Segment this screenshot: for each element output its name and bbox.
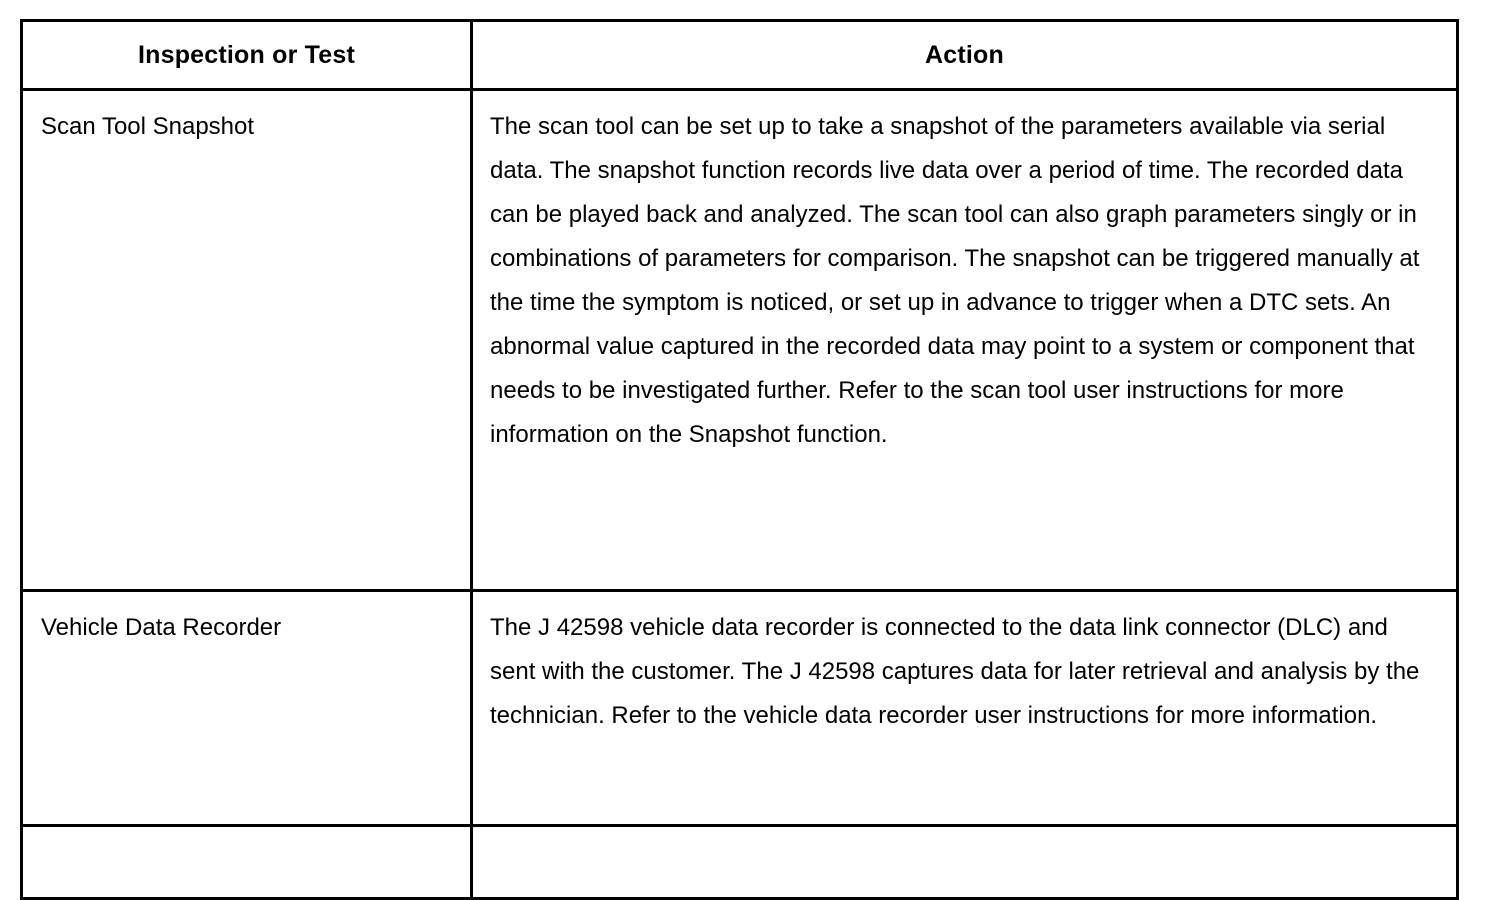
action-paragraph: The scan tool can be set up to take a sn… <box>490 113 1420 448</box>
document-page: Inspection or Test Action Scan Tool Snap… <box>20 19 1459 900</box>
cell-action-scan-tool-snapshot: The scan tool can be set up to take a sn… <box>470 88 1459 592</box>
column-header-inspection-or-test: Inspection or Test <box>20 19 473 91</box>
action-paragraph: The J 42598 vehicle data recorder is con… <box>490 614 1420 729</box>
cell-inspection-vehicle-data-recorder: Vehicle Data Recorder <box>20 589 473 827</box>
table-header-row: Inspection or Test Action <box>20 19 1459 91</box>
table-row: Scan Tool Snapshot The scan tool can be … <box>20 88 1459 592</box>
table-row <box>20 824 1459 900</box>
table-body: Scan Tool Snapshot The scan tool can be … <box>20 88 1459 900</box>
cell-action-clipped <box>470 824 1459 900</box>
cell-inspection-clipped <box>20 824 473 900</box>
column-header-action: Action <box>470 19 1459 91</box>
table-row: Vehicle Data Recorder The J 42598 vehicl… <box>20 589 1459 827</box>
cell-inspection-scan-tool-snapshot: Scan Tool Snapshot <box>20 88 473 592</box>
cell-action-vehicle-data-recorder: The J 42598 vehicle data recorder is con… <box>470 589 1459 827</box>
diagnostic-aids-table: Inspection or Test Action Scan Tool Snap… <box>20 19 1459 900</box>
table-header: Inspection or Test Action <box>20 19 1459 91</box>
